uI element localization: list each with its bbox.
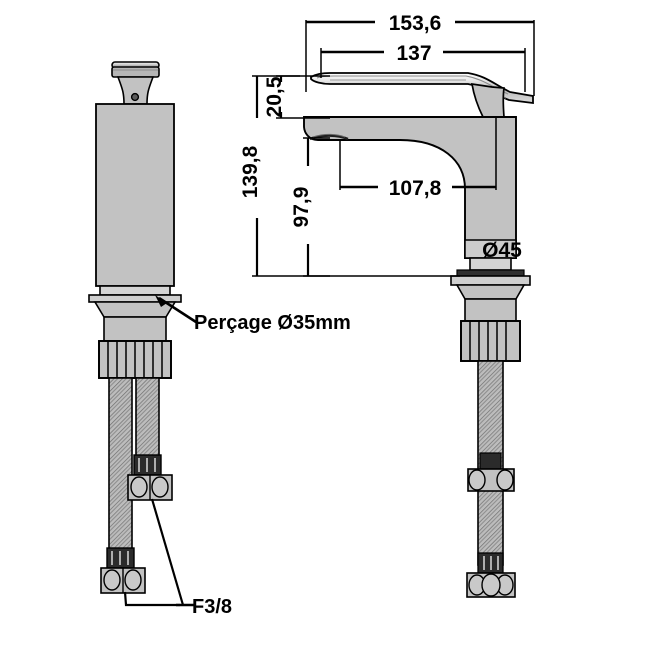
dimension-overall-width [305,20,535,96]
lock-nut-front [460,320,521,362]
hose-fitting-front-mid [467,452,515,492]
hose-fitting-front-bottom [466,552,516,598]
lock-nut [98,340,172,379]
dimension-handle-height-label: 20,5 [263,76,286,117]
base-assembly [88,285,182,342]
dimension-handle-width-label: 137 [396,42,431,65]
front-elevation-view [303,72,534,598]
dimension-spout-height [303,137,330,277]
drilling-note-leader [155,295,197,324]
dimension-spout-height-label: 97,9 [290,187,313,228]
handle-neck [116,76,155,105]
dimension-overall-height-label: 139,8 [239,145,262,198]
base-assembly-front [450,257,531,322]
connection-note-label: F3/8 [192,596,232,618]
dimension-base-diameter-label: Ø45 [482,239,522,262]
hose-fitting-upper [127,454,173,501]
dimension-handle-width [320,48,526,92]
drilling-note-label: Perçage Ø35mm [194,312,351,334]
hose-fitting-lower [100,547,146,594]
dimension-overall-height [252,75,460,277]
faucet-body-cylinder [95,103,175,287]
dimension-overall-width-label: 153,6 [389,12,442,35]
dimension-spout-reach-label: 107,8 [389,177,442,200]
side-elevation-view [88,61,182,594]
dimension-spout-reach [339,117,497,190]
connection-note-leader [123,498,196,607]
handle-cap [111,61,160,78]
